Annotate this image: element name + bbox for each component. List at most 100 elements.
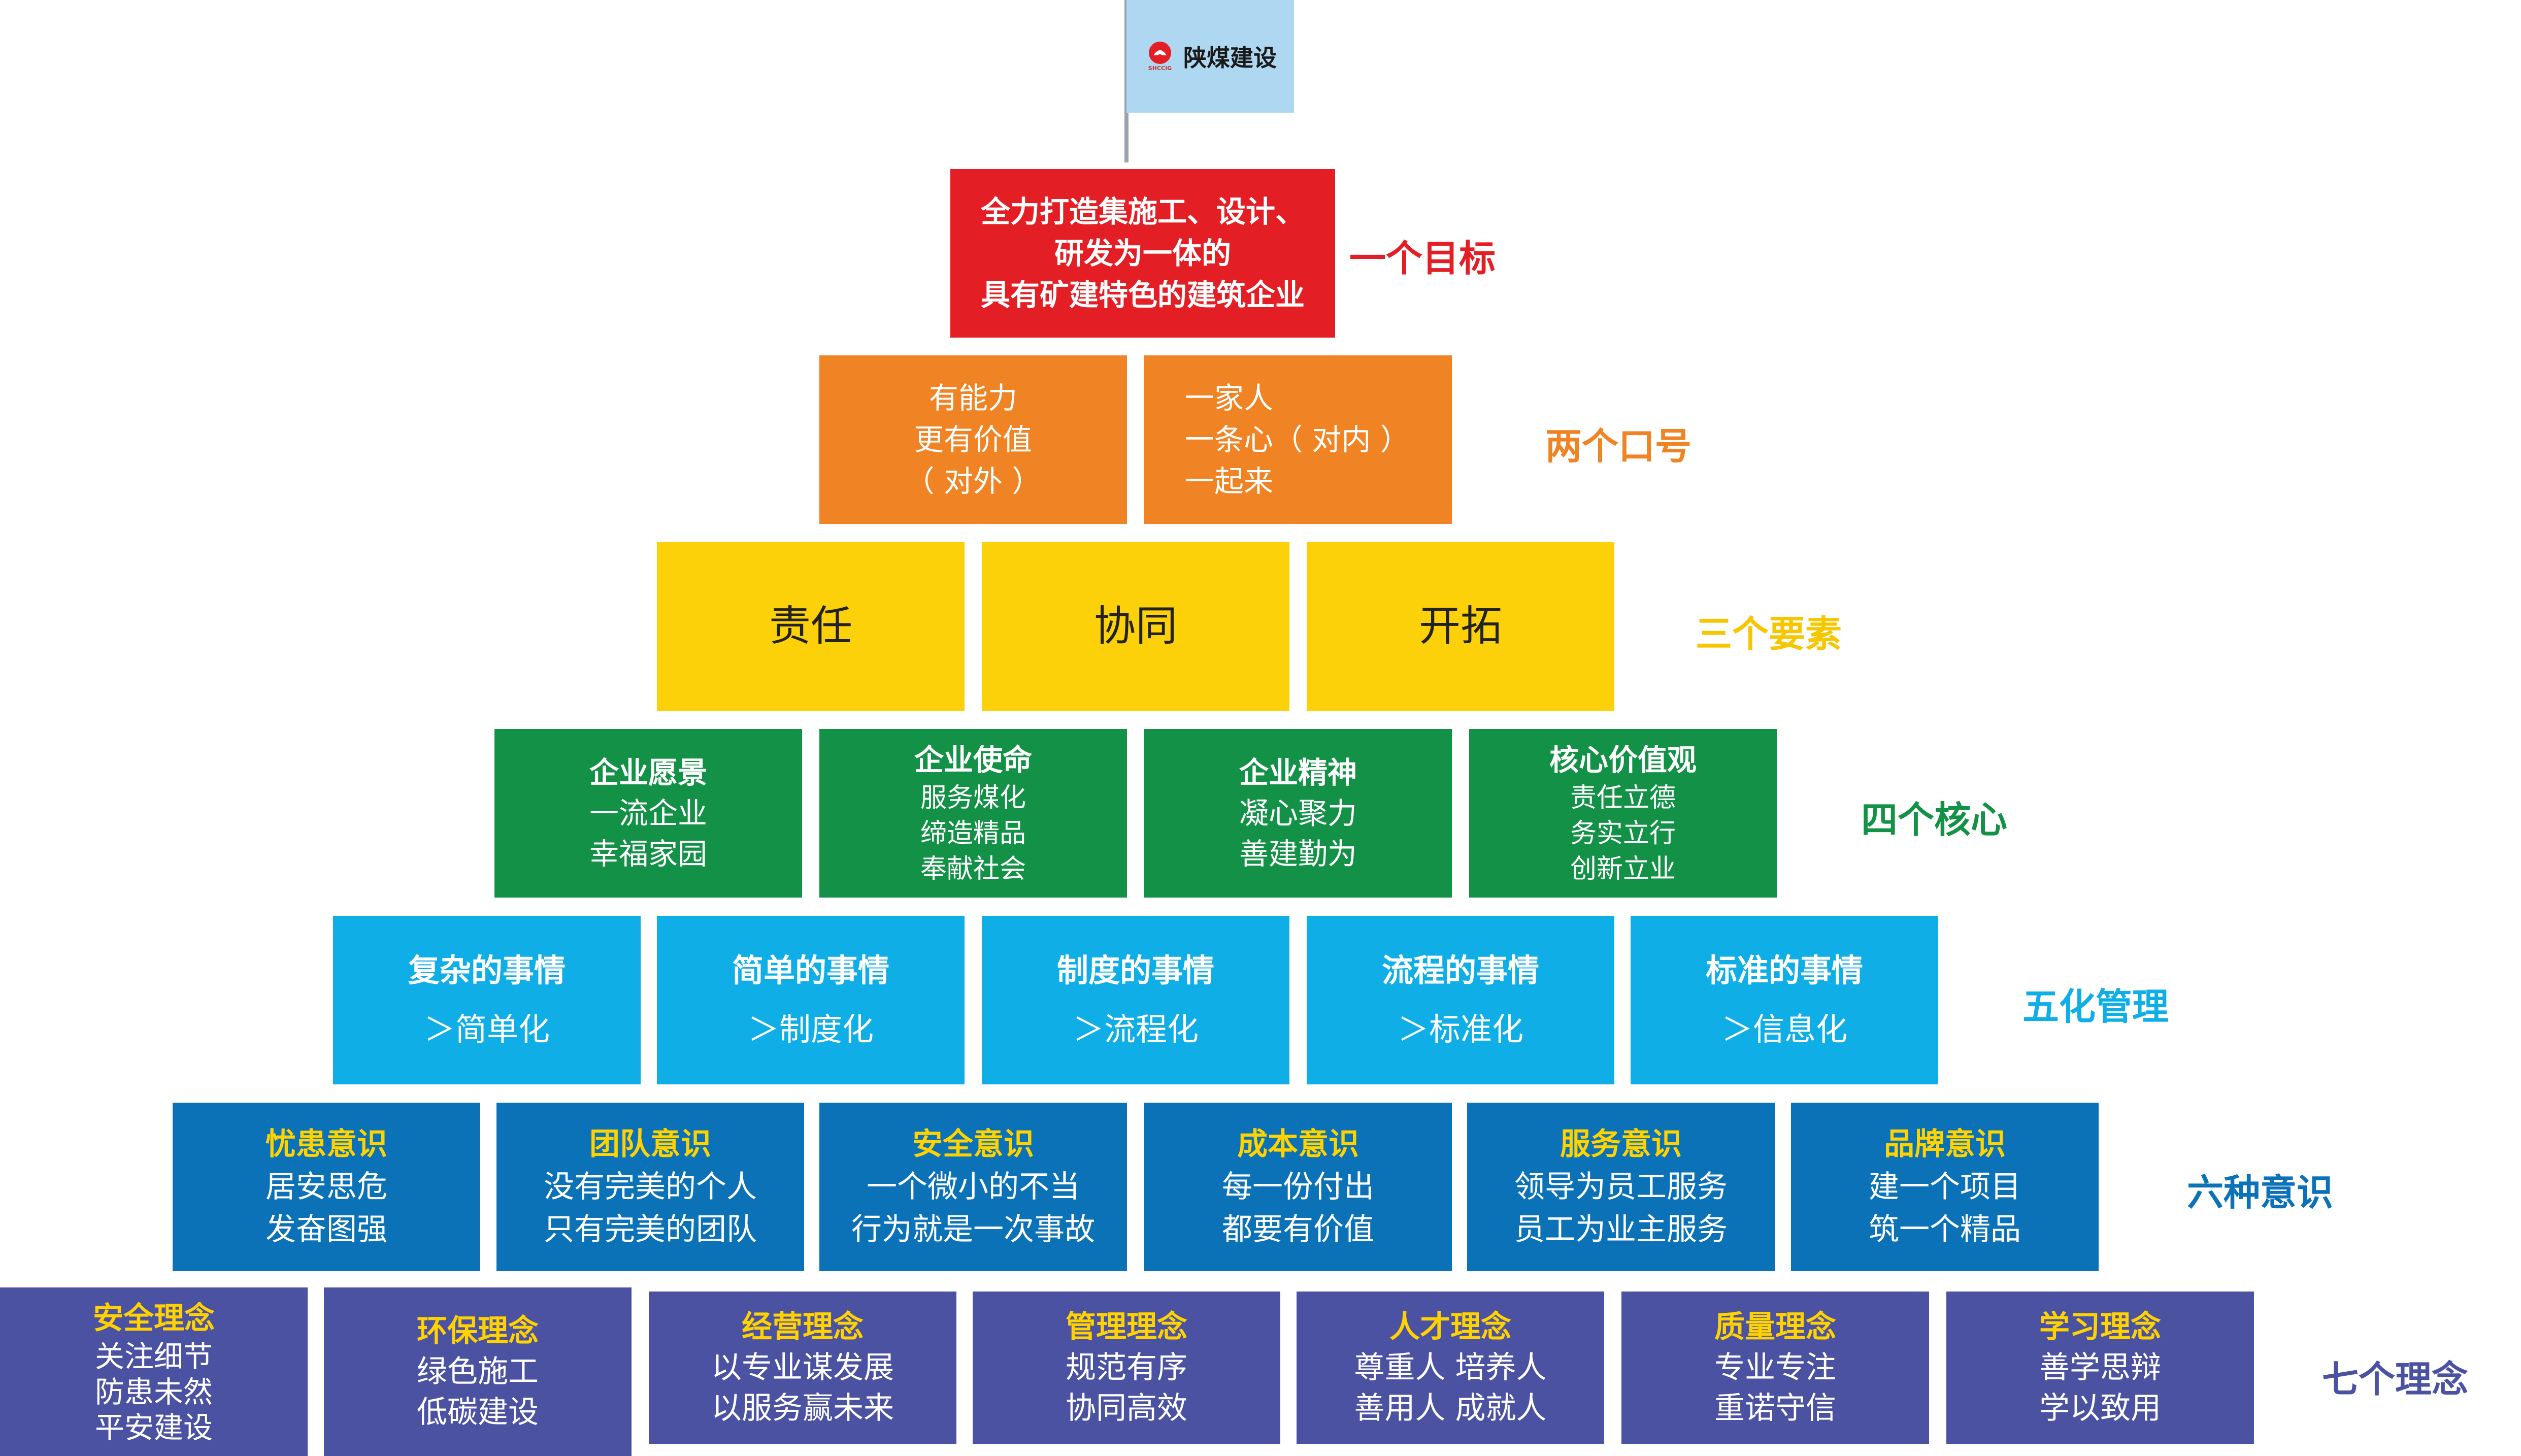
tier-label-awareness: 六种意识 (2187, 1171, 2334, 1214)
awareness-line: 居安思危 (266, 1169, 387, 1205)
management-box: 复杂的事情 ＞简单化 (333, 916, 641, 1084)
awareness-box: 服务意识 领导为员工服务 员工为业主服务 (1467, 1103, 1775, 1271)
management-sub: ＞信息化 (1721, 1011, 1847, 1048)
awareness-line: 领导为员工服务 (1514, 1169, 1728, 1205)
philosophy-line: 平安建设 (94, 1410, 213, 1445)
awareness-box: 品牌意识 建一个项目 筑一个精品 (1791, 1103, 2099, 1271)
awareness-title: 团队意识 (589, 1127, 711, 1162)
slogan-line: （ 对外 ） (905, 464, 1042, 499)
core-line: 奉献社会 (920, 854, 1026, 884)
element-box-pioneering: 开拓 (1307, 542, 1614, 711)
philosophy-title: 学习理念 (2039, 1309, 2161, 1345)
philosophy-box: 管理理念 规范有序 协同高效 (973, 1292, 1280, 1444)
philosophy-box: 安全理念 关注细节 防患未然 平安建设 (0, 1287, 308, 1456)
philosophy-line: 以专业谋发展 (711, 1350, 894, 1385)
awareness-title: 安全意识 (912, 1127, 1034, 1162)
awareness-line: 每一份付出 (1222, 1169, 1374, 1205)
slogan-box-external: 有能力 更有价值 （ 对外 ） (819, 355, 1127, 524)
logo-subtext: SHCCIG (1148, 65, 1172, 72)
core-line: 务实立行 (1570, 818, 1676, 849)
philosophy-line: 重诺守信 (1714, 1391, 1836, 1426)
philosophy-line: 绿色施工 (417, 1354, 539, 1389)
management-box: 流程的事情 ＞标准化 (1307, 916, 1614, 1084)
awareness-line: 一个微小的不当 (867, 1169, 1080, 1205)
core-title: 企业愿景 (589, 755, 707, 790)
element-box-responsibility: 责任 (657, 542, 965, 711)
management-box: 标准的事情 ＞信息化 (1631, 916, 1938, 1084)
awareness-box: 成本意识 每一份付出 都要有价值 (1144, 1103, 1452, 1271)
element-text: 责任 (769, 602, 852, 650)
philosophy-line: 善学思辩 (2039, 1350, 2161, 1385)
management-sub: ＞制度化 (747, 1011, 874, 1048)
philosophy-box: 环保理念 绿色施工 低碳建设 (324, 1287, 632, 1456)
core-line: 善建勤为 (1239, 837, 1357, 871)
company-flag: SHCCIG 陕煤建设 (1126, 0, 1294, 113)
slogan-line: 一条心（ 对内 ） (1185, 422, 1410, 457)
company-name: 陕煤建设 (1183, 44, 1277, 72)
tier-label-management: 五化管理 (2022, 985, 2169, 1028)
management-sub: ＞简单化 (423, 1011, 550, 1048)
philosophy-title: 环保理念 (417, 1313, 539, 1349)
philosophy-line: 善用人 成就人 (1354, 1391, 1547, 1426)
awareness-box: 团队意识 没有完美的个人 只有完美的团队 (496, 1103, 804, 1271)
core-title: 企业使命 (914, 743, 1032, 777)
awareness-line: 没有完美的个人 (544, 1169, 757, 1205)
management-title: 复杂的事情 (408, 952, 566, 989)
management-title: 标准的事情 (1705, 952, 1863, 989)
core-line: 幸福家园 (589, 837, 707, 871)
tier-label-philosophies: 七个理念 (2322, 1358, 2469, 1401)
philosophy-line: 协同高效 (1066, 1391, 1187, 1426)
management-title: 流程的事情 (1381, 952, 1539, 989)
core-line: 责任立德 (1570, 783, 1676, 813)
core-line: 一流企业 (589, 796, 707, 831)
slogan-box-internal: 一家人 一条心（ 对内 ） 一起来 (1144, 355, 1452, 524)
core-line: 凝心聚力 (1239, 796, 1357, 831)
core-line: 缔造精品 (920, 818, 1026, 849)
company-logo-icon: SHCCIG (1144, 40, 1176, 73)
goal-box: 全力打造集施工、设计、 研发为一体的 具有矿建特色的建筑企业 (950, 169, 1335, 338)
awareness-box: 忧患意识 居安思危 发奋图强 (173, 1103, 480, 1271)
management-box: 简单的事情 ＞制度化 (657, 916, 965, 1084)
awareness-line: 员工为业主服务 (1514, 1212, 1728, 1247)
awareness-line: 建一个项目 (1869, 1169, 2021, 1205)
awareness-title: 品牌意识 (1884, 1127, 2006, 1162)
awareness-line: 都要有价值 (1222, 1212, 1374, 1247)
philosophy-box: 经营理念 以专业谋发展 以服务赢未来 (649, 1292, 956, 1444)
philosophy-title: 经营理念 (742, 1309, 864, 1345)
philosophy-line: 尊重人 培养人 (1354, 1350, 1547, 1385)
management-box: 制度的事情 ＞流程化 (982, 916, 1289, 1084)
core-line: 创新立业 (1570, 854, 1676, 884)
awareness-line: 发奋图强 (266, 1212, 387, 1247)
element-box-collaboration: 协同 (982, 542, 1289, 711)
philosophy-line: 关注细节 (94, 1339, 213, 1374)
philosophy-line: 规范有序 (1066, 1350, 1187, 1385)
philosophy-line: 防患未然 (94, 1375, 213, 1409)
philosophy-title: 质量理念 (1714, 1309, 1836, 1345)
slogan-line: 一家人 (1185, 381, 1274, 415)
core-box-mission: 企业使命 服务煤化 缔造精品 奉献社会 (819, 729, 1127, 898)
awareness-line: 只有完美的团队 (544, 1212, 757, 1247)
philosophy-box: 学习理念 善学思辩 学以致用 (1946, 1292, 2254, 1444)
awareness-title: 成本意识 (1237, 1127, 1359, 1162)
core-box-values: 核心价值观 责任立德 务实立行 创新立业 (1469, 729, 1777, 898)
philosophy-box: 人才理念 尊重人 培养人 善用人 成就人 (1297, 1292, 1604, 1444)
element-text: 协同 (1093, 602, 1177, 650)
management-sub: ＞流程化 (1072, 1011, 1199, 1048)
goal-line: 研发为一体的 (1054, 236, 1231, 271)
slogan-line: 更有价值 (914, 422, 1032, 457)
philosophy-line: 学以致用 (2039, 1391, 2161, 1426)
tier-label-elements: 三个要素 (1696, 613, 1842, 655)
philosophy-line: 专业专注 (1714, 1350, 1836, 1385)
awareness-line: 行为就是一次事故 (851, 1212, 1095, 1247)
philosophy-title: 管理理念 (1066, 1309, 1187, 1345)
philosophy-line: 低碳建设 (417, 1395, 539, 1430)
core-title: 核心价值观 (1549, 743, 1697, 777)
goal-line: 全力打造集施工、设计、 (980, 194, 1305, 229)
tier-label-cores: 四个核心 (1861, 799, 2008, 841)
philosophy-line: 以服务赢未来 (711, 1391, 894, 1426)
philosophy-title: 人才理念 (1389, 1309, 1511, 1345)
element-text: 开拓 (1418, 602, 1502, 650)
philosophy-title: 安全理念 (93, 1301, 215, 1336)
slogan-line: 一起来 (1185, 464, 1274, 499)
management-title: 制度的事情 (1056, 952, 1214, 989)
